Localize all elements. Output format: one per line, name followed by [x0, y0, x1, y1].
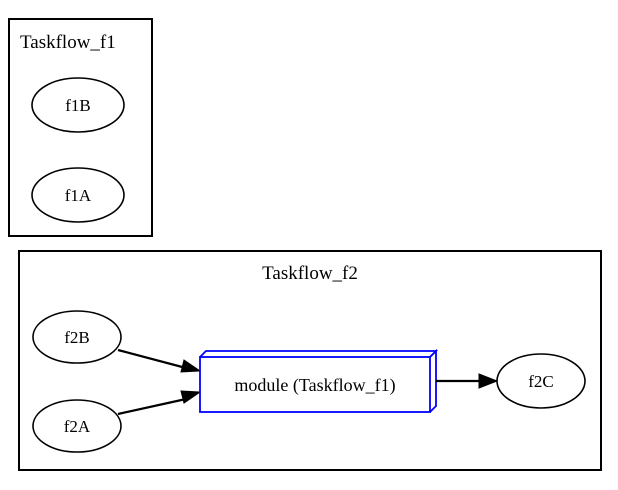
node-f2A-label: f2A: [64, 417, 91, 436]
edge-f2A-to-module-line: [117, 397, 187, 416]
edge-f2B-to-module-arrowhead: [180, 359, 202, 373]
edge-f2A-to-module[interactable]: [117, 390, 202, 416]
edge-f2B-to-module[interactable]: [117, 348, 202, 373]
edge-module-to-f2C-arrowhead: [478, 373, 499, 389]
node-f1B-ellipse: [31, 77, 125, 133]
module-box-right-face: [429, 348, 437, 413]
cluster-taskflow-f1[interactable]: Taskflow_f1 f1B f1A: [8, 18, 153, 237]
node-f2A-ellipse: [32, 399, 122, 453]
cluster-f2-frame: [18, 250, 602, 471]
node-f2B[interactable]: f2B: [32, 310, 122, 364]
node-f1B[interactable]: f1B: [31, 77, 125, 133]
cluster-f1-label: Taskflow_f1: [20, 32, 116, 53]
node-f2A[interactable]: f2A: [32, 399, 122, 453]
node-f1B-label: f1B: [65, 96, 91, 115]
node-f2C-ellipse: [496, 353, 586, 409]
node-f1A[interactable]: f1A: [31, 167, 125, 223]
edge-f2A-to-module-arrowhead: [180, 390, 202, 404]
edge-module-to-f2C[interactable]: [436, 373, 499, 389]
module-box-front-face: [199, 356, 431, 413]
node-f1A-label: f1A: [65, 186, 92, 205]
node-module-taskflow-f1[interactable]: module (Taskflow_f1): [199, 348, 439, 413]
module-box-label: module (Taskflow_f1): [234, 375, 395, 396]
node-f2C[interactable]: f2C: [496, 353, 586, 409]
node-f1A-ellipse: [31, 167, 125, 223]
node-f2B-ellipse: [32, 310, 122, 364]
cluster-f1-frame: [8, 18, 153, 237]
node-f2B-label: f2B: [64, 328, 90, 347]
node-f2C-label: f2C: [528, 372, 554, 391]
edge-f2B-to-module-line: [117, 348, 187, 370]
cluster-f2-label: Taskflow_f2: [262, 263, 358, 284]
cluster-taskflow-f2[interactable]: Taskflow_f2 f2B f2A: [18, 250, 602, 471]
